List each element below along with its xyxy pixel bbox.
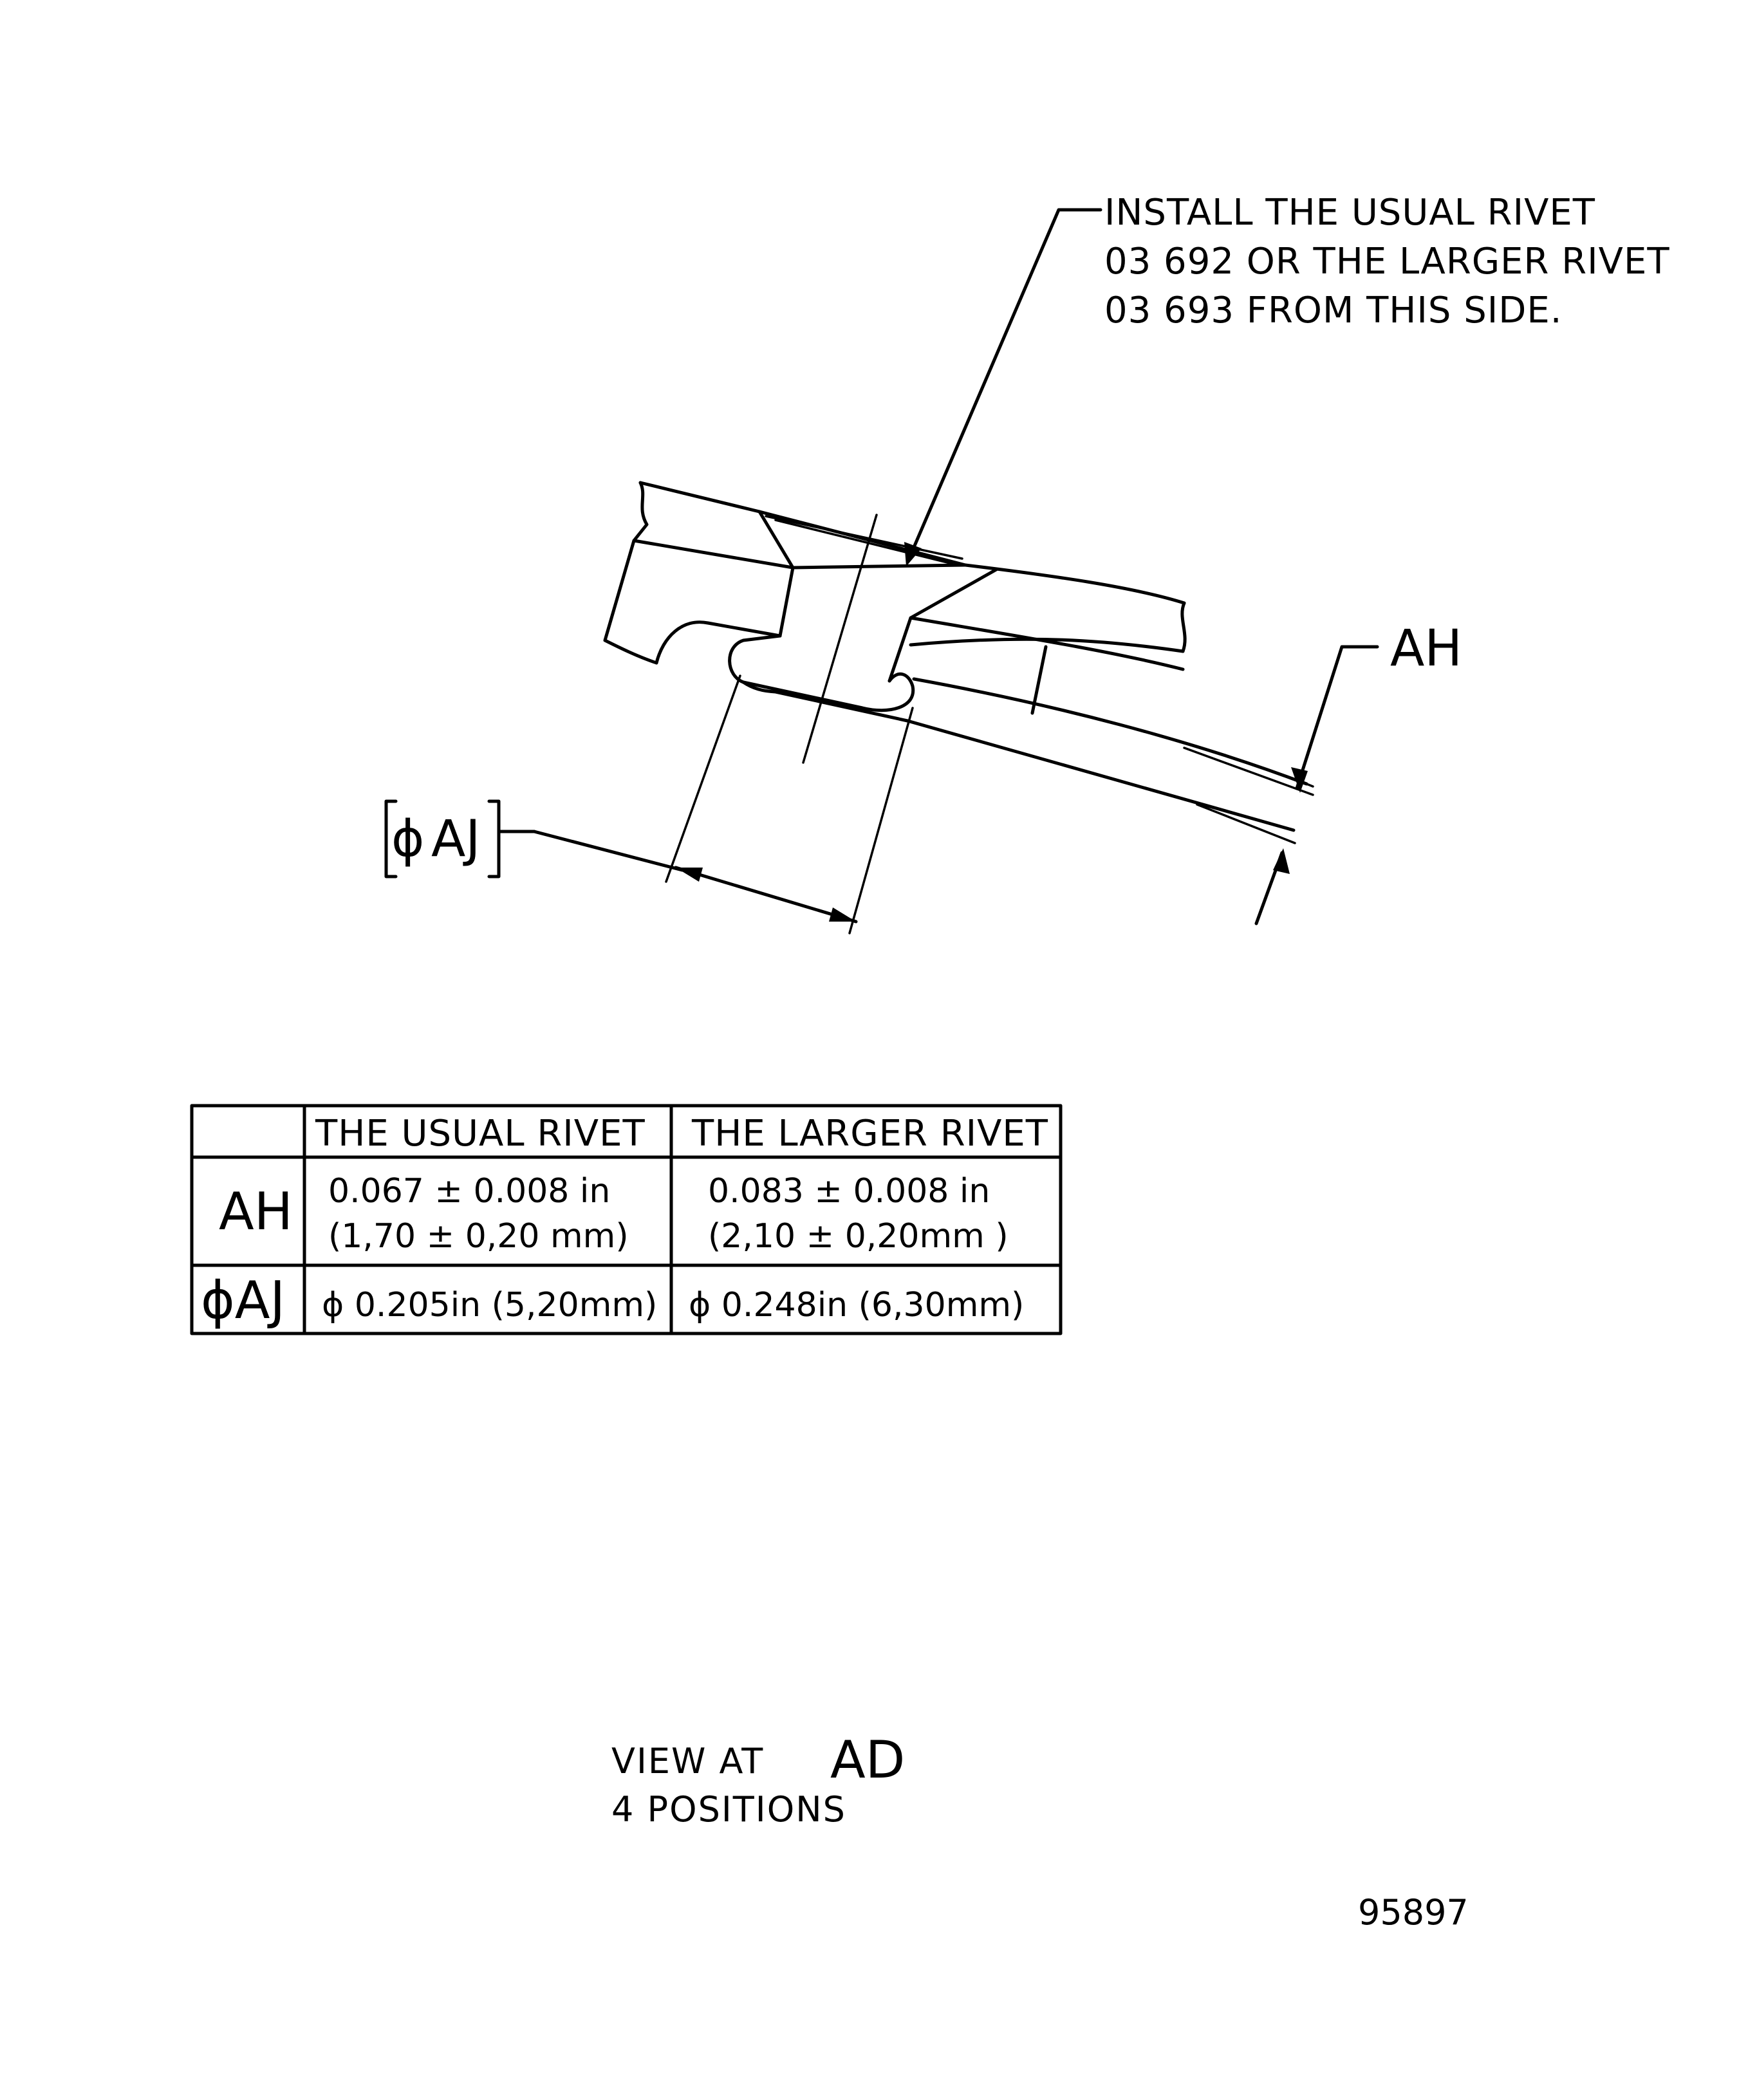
sheet-interface-left [632, 539, 795, 570]
document-number: 95897 [1358, 1892, 1469, 1933]
sheet-interface-right [909, 616, 1185, 671]
caption-view-prefix: VIEW AT [611, 1741, 764, 1781]
ah-label: AH [1390, 620, 1462, 678]
note-line-3: 03 693 FROM THIS SIDE. [1104, 290, 1563, 331]
caption-view-id: AD [830, 1730, 905, 1790]
column-header-larger: THE LARGER RIVET [691, 1113, 1048, 1155]
sheet-top-surface-left [638, 481, 761, 514]
view-caption: VIEW AT AD 4 POSITIONS [611, 1730, 905, 1830]
note-line-1: INSTALL THE USUAL RIVET [1104, 192, 1595, 234]
row-label-aj: ϕAJ [201, 1270, 285, 1330]
aj-leader [532, 830, 684, 872]
rivet-tail-bottom [741, 680, 909, 723]
rivet-head-shade-2 [774, 519, 954, 565]
installation-note: INSTALL THE USUAL RIVET 03 692 OR THE LA… [1104, 192, 1670, 331]
ah-usual-in: 0.067 ± 0.008 in [328, 1172, 610, 1211]
aj-callout: ϕ AJ [384, 799, 536, 878]
sheet-top-surface-right [963, 563, 1186, 605]
lower-flange-line [906, 719, 1296, 832]
ah-larger-in: 0.083 ± 0.008 in [708, 1172, 990, 1211]
web-edge [1030, 645, 1048, 715]
rivet-centerline [802, 514, 878, 764]
countersink-left-wall [758, 510, 795, 638]
sheet-underside-left [655, 620, 782, 665]
sheet-left-break [603, 481, 658, 665]
ah-extension-upper [1305, 783, 1314, 788]
aj-dimension [532, 674, 914, 934]
countersink-right-wall [888, 568, 998, 683]
ah-larger-mm: (2,10 ± 0,20mm ) [708, 1217, 1009, 1256]
row-label-ah: AH [219, 1182, 293, 1241]
ah-extension-line-bottom [1196, 803, 1296, 844]
flange-bottom [912, 677, 1308, 786]
sheet-right-break [1180, 601, 1187, 653]
rivet-head-shade-1 [765, 515, 963, 560]
column-header-usual: THE USUAL RIVET [315, 1113, 646, 1155]
aj-usual: ϕ 0.205in (5,20mm) [322, 1286, 657, 1324]
ah-leader-upper [1295, 645, 1379, 790]
ah-usual-mm: (1,70 ± 0,20 mm) [328, 1217, 629, 1256]
rivet-tail [728, 634, 915, 712]
ah-extension-line-top [1183, 747, 1314, 796]
aj-larger: ϕ 0.248in (6,30mm) [689, 1286, 1024, 1324]
caption-positions: 4 POSITIONS [611, 1789, 846, 1830]
rivet-table: THE USUAL RIVET THE LARGER RIVET AH 0.06… [190, 1104, 1063, 1335]
note-line-2: 03 692 OR THE LARGER RIVET [1104, 241, 1670, 283]
aj-extension-left [665, 674, 741, 883]
aj-dimension-line [674, 866, 858, 924]
note-leader-line [904, 208, 1102, 566]
aj-label: AJ [431, 810, 480, 868]
rivet-head-bottom [791, 563, 967, 570]
rivet-head-top [758, 510, 967, 567]
sheet-underside-right [909, 637, 1185, 653]
ah-dimension: AH [1183, 620, 1462, 925]
aj-phi-symbol: ϕ [391, 810, 424, 868]
aj-extension-right [848, 707, 914, 934]
part-cross-section [603, 481, 1308, 832]
